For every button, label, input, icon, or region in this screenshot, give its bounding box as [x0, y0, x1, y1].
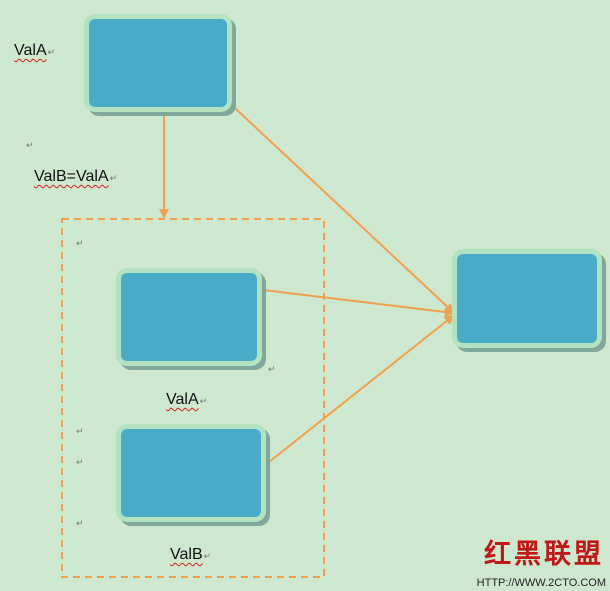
arrow-inner-valb-to-object — [263, 314, 455, 467]
arrow-inner-vala-to-object — [254, 288, 455, 318]
inner-valb-text: ValB — [170, 546, 203, 563]
assign-text: ValB=ValA — [34, 168, 109, 185]
paragraph-mark: ↵ — [199, 396, 208, 406]
vala-variable-box — [84, 14, 232, 112]
assign-label: ValB=ValA↵ — [34, 168, 117, 186]
inner-valb-label: ValB↵ — [170, 546, 211, 564]
paragraph-mark: ↵ — [268, 364, 276, 374]
paragraph-mark: ↵ — [76, 426, 84, 436]
scope-frame — [61, 218, 325, 578]
paragraph-mark: ↵ — [109, 173, 118, 183]
top-vala-label: ValA↵ — [14, 42, 55, 60]
top-vala-text: ValA — [14, 42, 47, 59]
paragraph-mark: ↵ — [76, 238, 84, 248]
inner-vala-text: ValA — [166, 391, 199, 408]
paragraph-mark: ↵ — [26, 140, 34, 150]
paragraph-mark: ↵ — [76, 518, 84, 528]
paragraph-mark: ↵ — [203, 551, 212, 561]
inner-valb-box — [116, 424, 266, 522]
inner-vala-box — [116, 268, 262, 366]
arrow-vala-to-object — [221, 95, 455, 314]
paragraph-mark: ↵ — [76, 457, 84, 467]
inner-vala-label: ValA↵ — [166, 391, 207, 409]
object-box — [452, 249, 602, 348]
paragraph-mark: ↵ — [47, 47, 56, 57]
watermark-url: HTTP://WWW.2CTO.COM — [476, 577, 606, 589]
watermark-logo: 红黑联盟 — [484, 539, 604, 570]
